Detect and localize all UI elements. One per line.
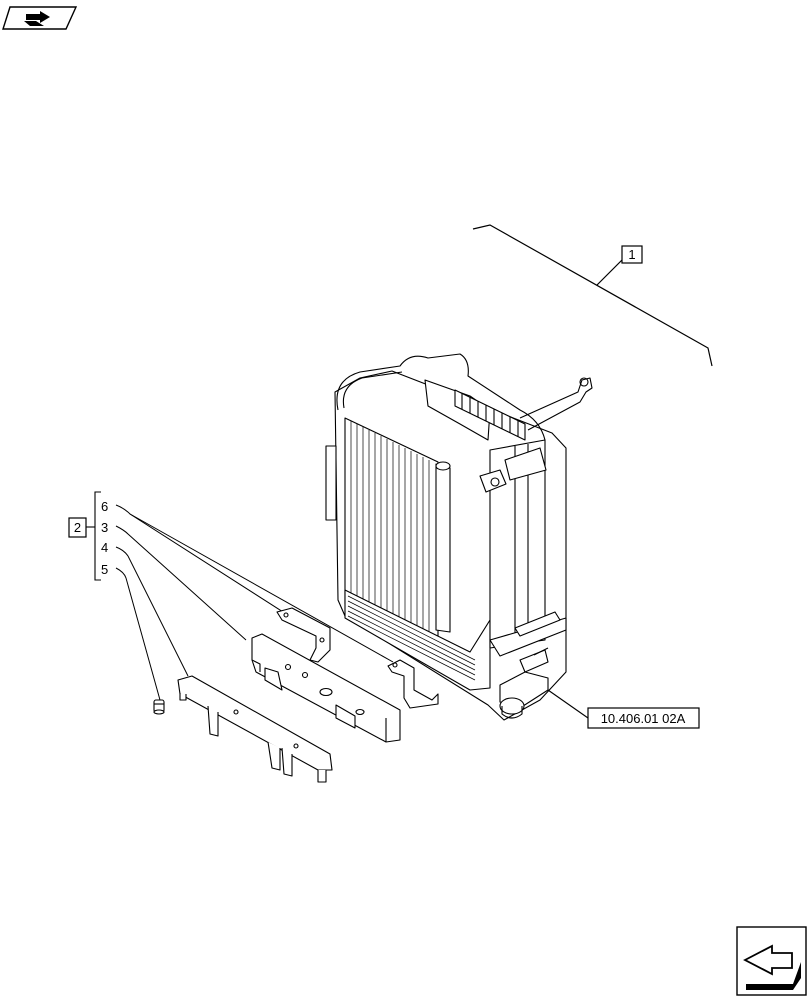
core-fins [350, 421, 430, 646]
top-manifold [454, 389, 526, 441]
radiator-assembly [325, 353, 593, 721]
part-6-bracket-left [276, 607, 331, 663]
part-6-bracket-right [387, 659, 439, 709]
item-number: 4 [101, 540, 108, 555]
callout-1-label: 1 [628, 247, 635, 262]
reference-callout[interactable]: 10.406.01 02A [547, 689, 700, 729]
item-number: 3 [101, 520, 108, 535]
part-5-bolt [153, 699, 165, 715]
part-4-rail [177, 675, 333, 783]
callout-2-label: 2 [74, 520, 81, 535]
item-number: 5 [101, 562, 108, 577]
callout-2: 2 [68, 491, 101, 581]
leader-lines [115, 504, 394, 701]
callout-1: 1 [621, 245, 643, 264]
item-number-list: 6 3 4 5 [101, 499, 108, 577]
next-page-arrow-icon[interactable] [736, 926, 807, 996]
item-number: 6 [101, 499, 108, 514]
part-3-plate [251, 633, 401, 743]
assembly-bracket [472, 224, 713, 367]
previous-page-arrow-icon[interactable] [2, 6, 78, 30]
reference-label: 10.406.01 02A [601, 711, 686, 726]
